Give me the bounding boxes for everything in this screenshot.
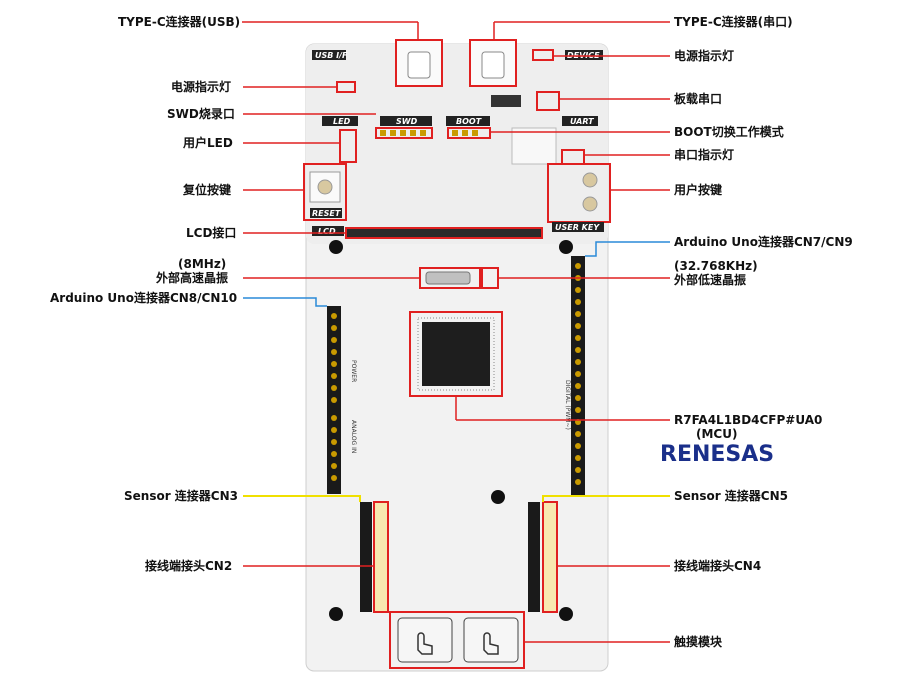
arduino-right-pins: [575, 263, 581, 485]
lcd-connector: [345, 227, 543, 239]
boot-text: BOOT: [456, 117, 482, 126]
led-tag: [322, 116, 358, 126]
label-boot-switch: BOOT切换工作模式: [674, 124, 784, 139]
pcb-top-section: [306, 44, 608, 244]
label-arduino-cn7-cn9: Arduino Uno连接器CN7/CN9: [674, 234, 853, 249]
label-hs-crystal-freq: (8MHz): [178, 257, 226, 271]
touch-pad-1-icon: [417, 632, 433, 655]
label-user-led: 用户LED: [182, 135, 233, 150]
label-sensor-cn3: Sensor 连接器CN3: [124, 488, 238, 503]
user-key-2-cap: [582, 196, 598, 212]
power-text: POWER: [350, 360, 357, 382]
mount-hole-top-left: [329, 240, 343, 254]
label-serial-typec: TYPE-C连接器(串口): [674, 14, 793, 29]
mcu-pins: [417, 317, 495, 391]
mount-hole-bottom-left: [329, 607, 343, 621]
mount-hole-mid: [491, 490, 505, 504]
user-led-group: [339, 129, 357, 163]
digital-pwm-text: DIGITAL (PWM~): [564, 380, 571, 430]
label-ls-crystal-freq: (32.768KHz): [674, 259, 758, 273]
swd-text: SWD: [396, 117, 418, 126]
label-swd-port: SWD烧录口: [167, 106, 235, 121]
usb-if-text: USB I/F: [315, 51, 348, 60]
label-reset-key: 复位按键: [182, 182, 231, 197]
reset-tag: [310, 208, 342, 218]
reset-key-cap: [317, 179, 333, 195]
analog-in-text: ANALOG IN: [350, 420, 357, 453]
usb-typec-body: [407, 51, 431, 79]
power-led-right: [532, 49, 554, 61]
hs-crystal-body: [425, 271, 471, 285]
label-uart-led: 串口指示灯: [674, 147, 734, 162]
label-sensor-cn5: Sensor 连接器CN5: [674, 488, 788, 503]
label-power-led-right: 电源指示灯: [674, 48, 734, 63]
onboard-uart-chip: [491, 95, 521, 107]
led-text: LED: [333, 117, 351, 126]
label-arduino-cn8-cn10: Arduino Uno连接器CN8/CN10: [50, 290, 237, 305]
mcu-chip: [422, 322, 490, 386]
arduino-left-pins: [331, 313, 337, 481]
reset-key-box: [303, 163, 347, 221]
reset-text: RESET: [312, 209, 341, 218]
user-key-text: USER KEY: [555, 223, 600, 232]
sensor-cn5-header: [542, 501, 558, 613]
boot-header: [447, 127, 491, 139]
device-tag: [565, 50, 603, 60]
renesas-logo: RENESAS: [660, 442, 774, 467]
swd-pins: [380, 130, 426, 136]
mount-hole-top-right: [559, 240, 573, 254]
mount-hole-bottom-right: [559, 607, 573, 621]
label-touch-module: 触摸模块: [674, 634, 723, 649]
touch-pad-2-icon: [483, 632, 499, 655]
touch-module-box: [389, 611, 525, 669]
touch-pad-2: [463, 617, 519, 663]
label-mcu-part: R7FA4L1BD4CFP#UA0: [674, 413, 822, 427]
red-callout-lines: [242, 21, 670, 643]
swd-tag: [380, 116, 432, 126]
lcd-text: LCD: [318, 227, 336, 236]
user-key-1-cap: [582, 172, 598, 188]
lcd-tag: [312, 226, 344, 236]
usb-if-tag: [312, 50, 346, 60]
label-onboard-uart: 板载串口: [674, 91, 722, 106]
label-terminal-cn4: 接线端接头CN4: [674, 558, 761, 573]
sensor-cn3-header: [360, 502, 372, 612]
label-mcu-tag: (MCU): [696, 427, 737, 441]
label-power-led-left: 电源指示灯: [171, 79, 231, 94]
uart-tag: [562, 116, 598, 126]
label-usb-typec: TYPE-C连接器(USB): [118, 14, 240, 29]
swd-header: [375, 127, 433, 139]
onboard-uart-box: [536, 91, 560, 111]
label-terminal-cn2: 接线端接头CN2: [145, 558, 232, 573]
reset-key-body: [309, 171, 341, 203]
uart-header-area: [511, 127, 557, 165]
boot-pins: [452, 130, 478, 136]
blue-callout-lines: [243, 241, 670, 307]
label-lcd-port: LCD接口: [186, 225, 236, 240]
boot-tag: [446, 116, 490, 126]
label-user-key: 用户按键: [673, 182, 722, 197]
label-hs-crystal: 外部高速晶振: [156, 270, 228, 285]
serial-typec-body: [481, 51, 505, 79]
terminal-cn2-header: [373, 501, 389, 613]
yellow-callout-lines: [243, 495, 670, 502]
touch-pad-1: [397, 617, 453, 663]
uart-text: UART: [570, 117, 594, 126]
user-key-tag: [552, 222, 604, 232]
terminal-cn4-header: [528, 502, 540, 612]
label-ls-crystal: 外部低速晶振: [674, 272, 746, 287]
